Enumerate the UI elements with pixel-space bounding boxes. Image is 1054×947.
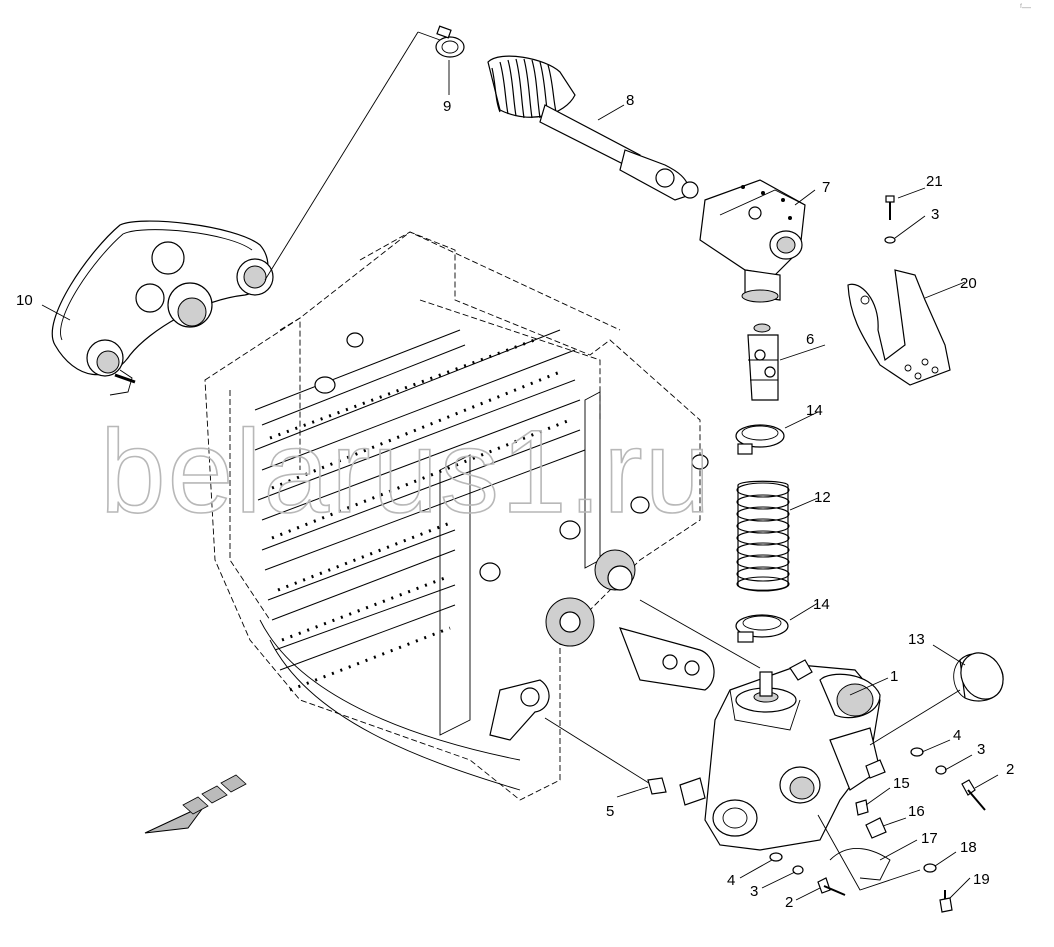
main-gearbox-part-1 — [679, 659, 886, 851]
travel-direction-arrow — [144, 774, 247, 834]
cardan-shaft-part-8 — [487, 55, 699, 201]
callout-12: 12 — [814, 489, 831, 506]
callout-17: 17 — [921, 830, 938, 847]
universal-joint-part-6 — [747, 323, 779, 401]
callout-labels: 1 2 2 3 3 3 4 4 5 6 7 8 9 10 12 13 14 14… — [16, 92, 1014, 911]
callout-4-bottom: 4 — [727, 872, 735, 889]
belt-drive-cover-part-10 — [51, 220, 274, 396]
hose-clamp-part-9 — [435, 25, 465, 58]
callout-3-top: 3 — [931, 206, 939, 223]
callout-20: 20 — [960, 275, 977, 292]
hose-clamp-part-14-lower — [735, 614, 789, 643]
callout-19: 19 — [973, 871, 990, 888]
callout-10: 10 — [16, 292, 33, 309]
washer-part-3-top — [884, 236, 896, 244]
callout-4-right: 4 — [953, 727, 961, 744]
corner-mark: ᶠ— — [1020, 2, 1031, 12]
callout-9: 9 — [443, 98, 451, 115]
bolt-part-21 — [885, 195, 895, 220]
callout-16: 16 — [908, 803, 925, 820]
pin-part-5 — [647, 777, 667, 795]
callout-2-bottom: 2 — [785, 894, 793, 911]
callout-5: 5 — [606, 803, 614, 820]
leader-lines — [41, 31, 999, 901]
hose-clamp-part-14-upper — [735, 424, 785, 455]
mounting-bracket-part-20 — [847, 269, 951, 386]
callout-14-lower: 14 — [813, 596, 830, 613]
callout-7: 7 — [822, 179, 830, 196]
callout-3-right: 3 — [977, 741, 985, 758]
protective-bellows-part-12 — [736, 480, 790, 592]
callout-1: 1 — [890, 668, 898, 685]
watermark-text: belarus1.ru — [100, 406, 712, 538]
callout-13: 13 — [908, 631, 925, 648]
callout-6: 6 — [806, 331, 814, 348]
callout-21: 21 — [926, 173, 943, 190]
drum-frame-assembly — [204, 231, 761, 801]
callout-15: 15 — [893, 775, 910, 792]
callout-3-bottom: 3 — [750, 883, 758, 900]
angle-gearbox-part-7 — [699, 179, 806, 303]
callout-18: 18 — [960, 839, 977, 856]
callout-2-right: 2 — [1006, 761, 1014, 778]
cover-cap-part-13 — [953, 652, 1004, 702]
callout-14-upper: 14 — [806, 402, 823, 419]
callout-8: 8 — [626, 92, 634, 109]
